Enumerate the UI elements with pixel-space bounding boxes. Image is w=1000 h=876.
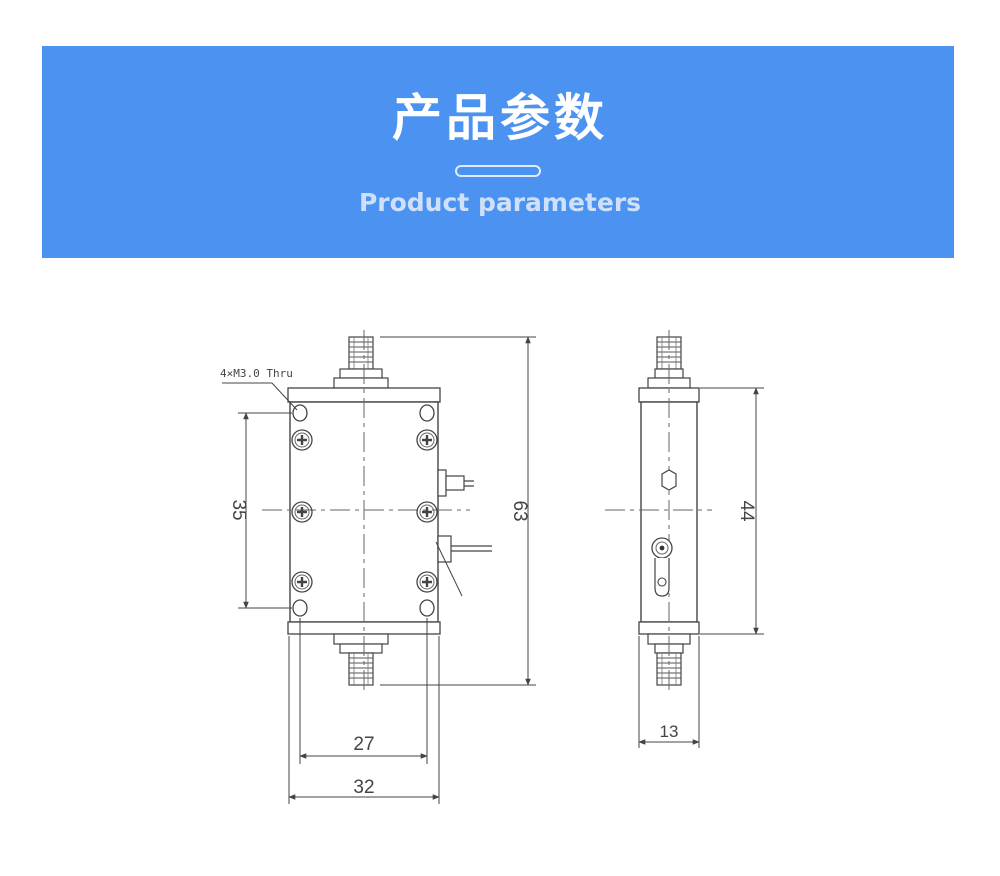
banner-title: 产品参数: [392, 89, 608, 147]
dim-44-label: 44: [736, 500, 757, 522]
banner-subtitle: Product parameters: [358, 188, 642, 217]
dim-63: [380, 336, 536, 686]
front-view: [262, 330, 492, 692]
dim-35-label: 35: [228, 499, 249, 520]
dim-27: [299, 618, 428, 764]
side-feedthrough: [651, 537, 673, 597]
mounting-holes: [292, 404, 435, 617]
dim-35: [238, 412, 292, 609]
dim-27-label: 27: [353, 734, 374, 755]
dim-13: [638, 636, 700, 748]
dc-pin-terminal: [437, 469, 474, 497]
front-bottom-connector: [333, 633, 389, 686]
side-hex-nut: [661, 469, 677, 491]
feedthrough-wire: [437, 535, 492, 563]
banner-divider-pill: [455, 165, 541, 177]
dim-32-label: 32: [353, 777, 374, 798]
dim-13-label: 13: [660, 722, 679, 741]
dim-32: [288, 636, 440, 804]
side-view: [605, 330, 712, 692]
dim-44: [700, 387, 764, 635]
hole-note-leader: [222, 382, 298, 411]
header-banner: [42, 46, 954, 258]
hole-note: 4×M3.0 Thru: [220, 367, 293, 380]
front-top-connector: [333, 336, 389, 389]
dim-63-label: 63: [509, 500, 530, 521]
